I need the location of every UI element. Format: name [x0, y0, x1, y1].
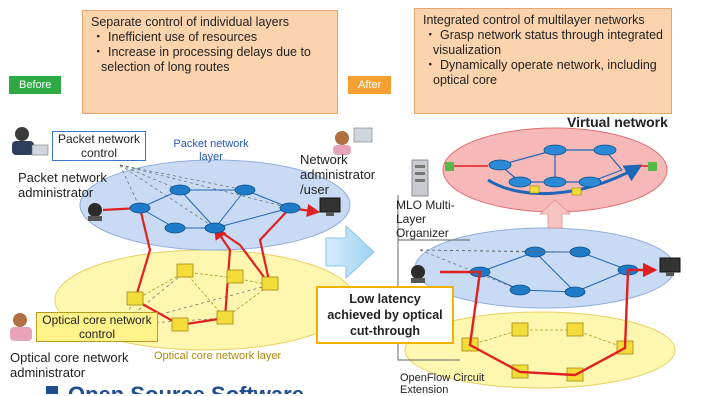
layer-up-arrow: [538, 199, 572, 229]
footer-heading: Open Source Software: [46, 378, 406, 394]
right-camera-icon: [411, 265, 425, 283]
optical-admin-label: Optical core network administrator: [10, 350, 129, 380]
after-tag: After: [348, 76, 392, 94]
mlo-label: MLO Multi-Layer Organizer: [396, 198, 455, 240]
user-icon: [333, 127, 373, 155]
packet-admin-icon: [12, 127, 49, 156]
transition-arrow: [325, 224, 375, 280]
callout-before-item: ・ Inefficient use of resources: [92, 30, 258, 44]
packet-layer-label: Packet network layer: [173, 138, 249, 163]
right-monitor-icon: [659, 257, 681, 276]
openflow-label: OpenFlow Circuit Extension: [400, 372, 485, 396]
callout-after-item: ・ Grasp network status through integrate…: [424, 28, 664, 57]
packet-admin-label: Packet network administrator: [18, 170, 107, 200]
virtual-network-label: Virtual network: [567, 114, 668, 130]
footer-bullet-icon: [46, 386, 58, 394]
optical-layer-label: Optical core network layer: [154, 350, 282, 362]
optical-control-box: Optical core network control: [36, 312, 158, 342]
footer-heading-text: Open Source Software: [68, 382, 304, 394]
callout-after-item: ・ Dynamically operate network, including…: [424, 58, 657, 87]
packet-layer-left: [79, 159, 351, 251]
optical-admin-icon: [10, 313, 32, 341]
callout-after: Integrated control of multilayer network…: [414, 8, 672, 114]
user-label: Network administrator /user: [300, 152, 376, 197]
camera-icon: [88, 203, 102, 221]
before-tag: Before: [9, 76, 62, 94]
callout-after-title: Integrated control of multilayer network…: [423, 13, 645, 27]
low-latency-box: Low latency achieved by optical cut-thro…: [316, 286, 454, 344]
callout-before-title: Separate control of individual layers: [91, 15, 290, 29]
callout-before: Separate control of individual layers ・ …: [82, 10, 338, 114]
packet-control-box: Packet network control: [52, 131, 146, 161]
monitor-icon: [319, 197, 341, 216]
mlo-server-icon: [411, 159, 429, 197]
callout-before-item: ・ Increase in processing delays due to s…: [92, 45, 311, 74]
